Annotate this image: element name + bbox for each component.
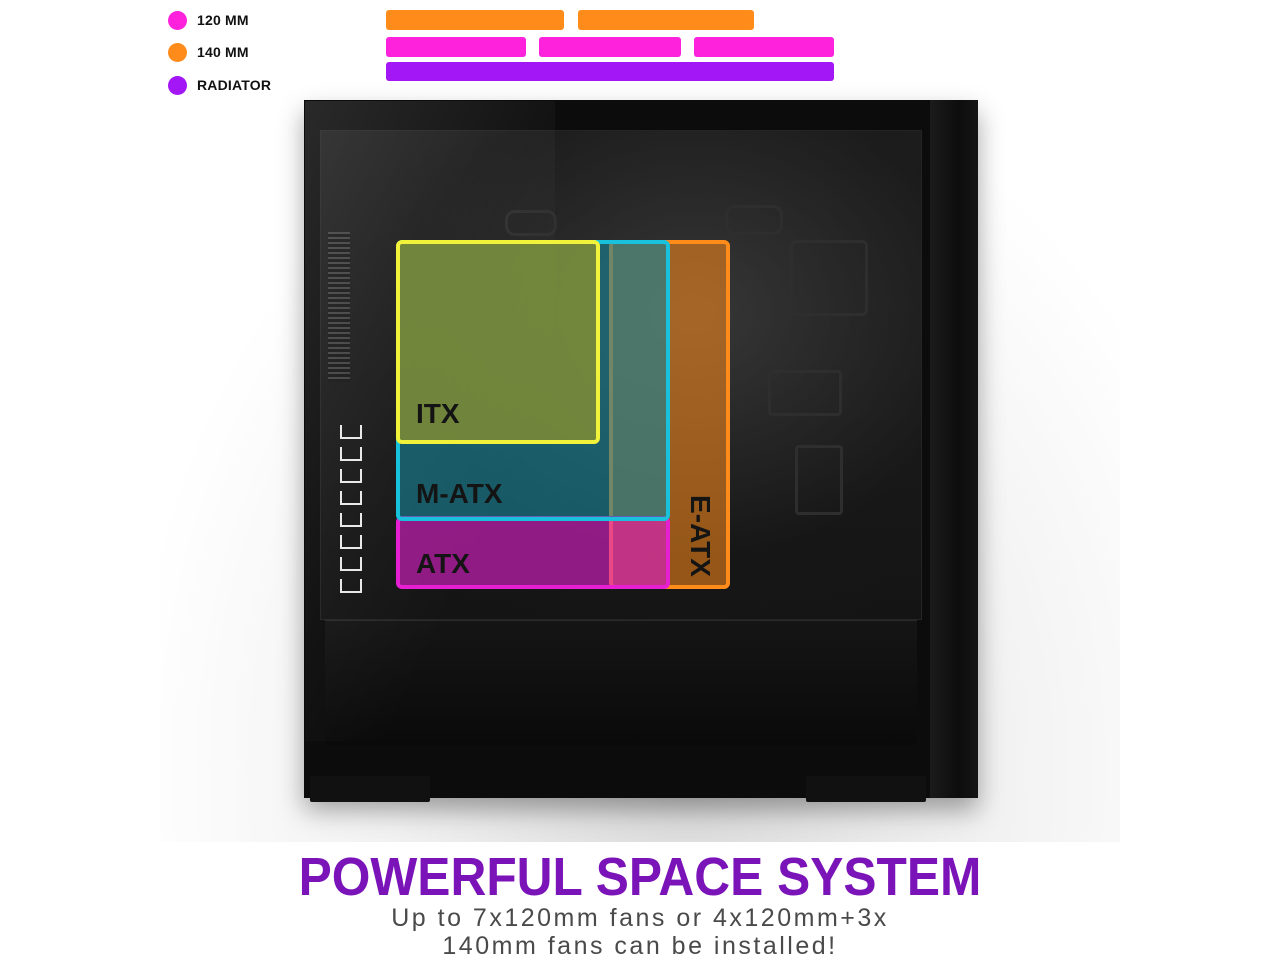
matx-label: M-ATX	[416, 478, 503, 509]
rear-vent	[328, 232, 350, 382]
ssd-mount	[790, 240, 868, 316]
legend-label-120mm: 120 MM	[197, 12, 249, 28]
cable-cutout-2	[725, 205, 783, 235]
cable-cutout-3	[768, 370, 842, 416]
atx-label: ATX	[416, 548, 470, 579]
expansion-slot	[340, 513, 362, 527]
legend-item-140mm: 140 MM	[168, 41, 249, 63]
expansion-slot	[340, 579, 362, 593]
expansion-slot	[340, 425, 362, 439]
cable-cutout-1	[505, 210, 557, 236]
cable-cutout-4	[795, 445, 843, 515]
expansion-slot	[340, 491, 362, 505]
top-fan-140-1	[386, 10, 564, 30]
legend-dot-140mm	[168, 42, 187, 62]
subtitle-line-2: 140mm fans can be installed!	[442, 932, 838, 960]
case-foot-left	[310, 776, 430, 802]
top-fan-120-2	[539, 37, 681, 57]
expansion-slot	[340, 535, 362, 549]
top-fan-140-2	[578, 10, 754, 30]
case-foot-right	[806, 776, 926, 802]
top-radiator	[386, 62, 834, 81]
legend-item-120mm: 120 MM	[168, 9, 249, 31]
atx-board-area	[396, 516, 670, 589]
itx-board-area	[396, 240, 600, 444]
legend-dot-120mm	[168, 10, 187, 30]
legend-label-140mm: 140 MM	[197, 44, 249, 60]
headline: POWERFUL SPACE SYSTEM	[298, 847, 982, 907]
legend-item-radiator: RADIATOR	[168, 74, 271, 96]
psu-shroud	[325, 620, 917, 745]
subtitle-line-1: Up to 7x120mm fans or 4x120mm+3x	[391, 904, 889, 932]
expansion-slot	[340, 447, 362, 461]
case-front-panel	[930, 100, 978, 798]
expansion-slot	[340, 557, 362, 571]
expansion-slot	[340, 469, 362, 483]
legend-label-radiator: RADIATOR	[197, 77, 272, 93]
itx-label: ITX	[416, 398, 460, 429]
top-fan-120-3	[694, 37, 834, 57]
legend-dot-radiator	[168, 75, 187, 95]
eatx-label: E-ATX	[685, 495, 716, 577]
top-fan-120-1	[386, 37, 526, 57]
